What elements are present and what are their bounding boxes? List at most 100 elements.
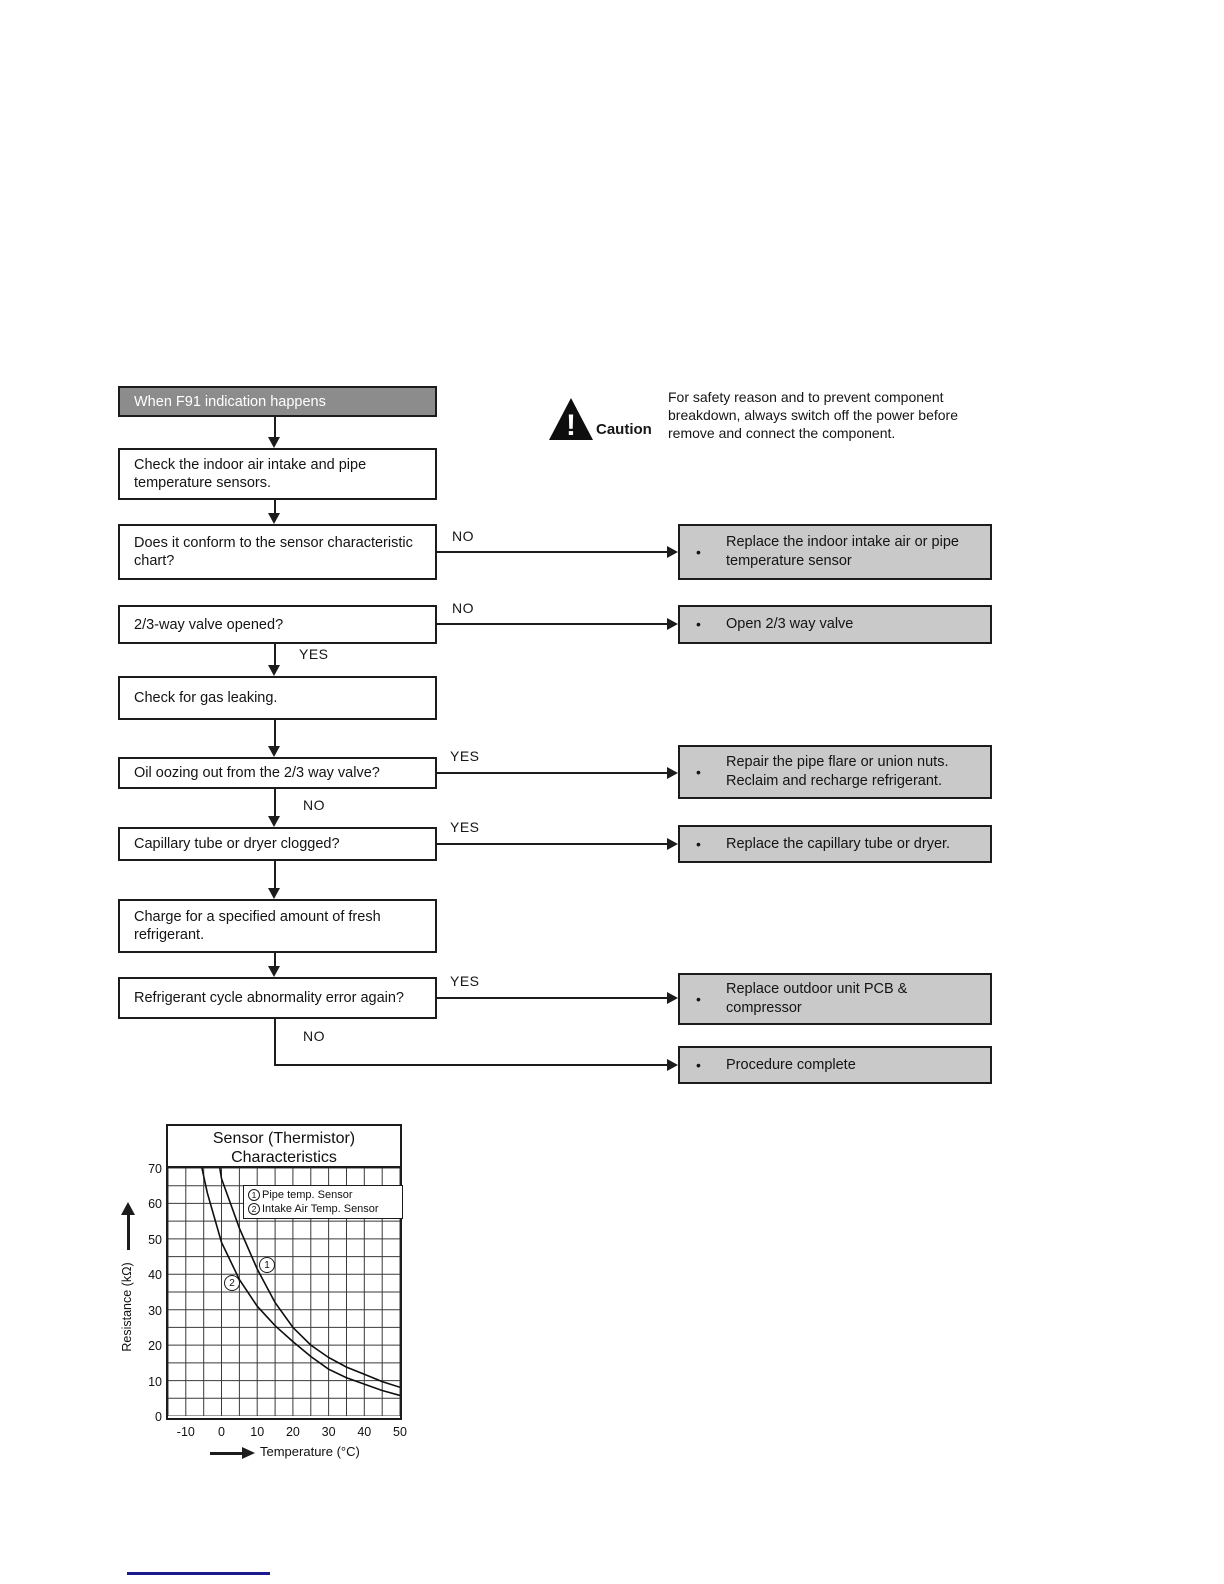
- edge-label-no: NO: [452, 600, 474, 616]
- arrowhead-down: [268, 665, 280, 676]
- legend-item-intake: 2 Intake Air Temp. Sensor: [248, 1202, 400, 1216]
- arrowhead-down: [268, 513, 280, 524]
- connector-line: [274, 500, 276, 514]
- legend-item-pipe: 1 Pipe temp. Sensor: [248, 1188, 400, 1202]
- step-conform-chart: Does it conform to the sensor characteri…: [118, 524, 437, 580]
- chart-title: Sensor (Thermistor) Characteristics: [168, 1126, 400, 1168]
- action-text: Replace the capillary tube or dryer.: [726, 835, 951, 852]
- action-open-valve: • Open 2/3 way valve: [678, 605, 992, 644]
- x-tick-label: -10: [176, 1425, 195, 1439]
- y-tick-label: 40: [148, 1268, 162, 1283]
- caution-warning-icon: !: [548, 397, 594, 446]
- x-tick-label: 10: [250, 1425, 265, 1439]
- step-text: 2/3-way valve opened?: [134, 616, 284, 633]
- step-check-sensors: Check the indoor air intake and pipe tem…: [118, 448, 437, 500]
- step-charge-refrigerant: Charge for a specified amount of fresh r…: [118, 899, 437, 953]
- bullet: •: [696, 1056, 701, 1073]
- step-text: Charge for a specified amount of fresh r…: [134, 909, 381, 943]
- action-procedure-complete: • Procedure complete: [678, 1046, 992, 1084]
- circled-2-icon: 2: [248, 1203, 260, 1215]
- step-text: Oil oozing out from the 2/3 way valve?: [134, 765, 380, 781]
- action-replace-capillary: • Replace the capillary tube or dryer.: [678, 825, 992, 863]
- y-tick-label: 20: [148, 1339, 162, 1354]
- bullet: •: [696, 616, 701, 632]
- connector-line: [274, 953, 276, 966]
- edge-label-yes: YES: [299, 646, 329, 662]
- edge-label-yes: YES: [450, 819, 480, 835]
- step-text: Check the indoor air intake and pipe tem…: [134, 457, 367, 491]
- connector-line: [437, 997, 667, 999]
- connector-line: [274, 417, 276, 438]
- connector-line: [274, 644, 276, 666]
- bullet: •: [696, 763, 701, 780]
- edge-label-no: NO: [303, 797, 325, 813]
- curve-1-marker: 1: [259, 1257, 275, 1273]
- step-capillary-clogged: Capillary tube or dryer clogged?: [118, 827, 437, 861]
- curve-2-marker: 2: [224, 1275, 240, 1291]
- arrowhead-right: [667, 991, 678, 1004]
- x-axis-label: Temperature (°C): [260, 1444, 360, 1459]
- arrowhead-right: [667, 617, 678, 630]
- arrowhead-down: [268, 816, 280, 827]
- action-replace-pcb: • Replace outdoor unit PCB & compressor: [678, 973, 992, 1025]
- action-text: Replace the indoor intake air or pipe te…: [726, 534, 959, 569]
- edge-label-no: NO: [452, 528, 474, 544]
- step-text: Check for gas leaking.: [134, 690, 278, 706]
- start-label: When F91 indication happens: [134, 393, 326, 410]
- action-text: Procedure complete: [726, 1056, 856, 1073]
- y-axis-arrow: [127, 1214, 130, 1250]
- caution-text: For safety reason and to prevent compone…: [668, 389, 959, 441]
- arrowhead-down: [268, 888, 280, 899]
- footer-link-line: [127, 1572, 270, 1575]
- x-tick-label: 0: [218, 1425, 225, 1439]
- edge-label-yes: YES: [450, 973, 480, 989]
- step-text: Refrigerant cycle abnormality error agai…: [134, 990, 404, 1006]
- svg-text:!: !: [566, 409, 576, 441]
- connector-line: [274, 789, 276, 816]
- y-tick-label: 50: [148, 1232, 162, 1247]
- bullet: •: [696, 990, 701, 1007]
- edge-label-yes: YES: [450, 748, 480, 764]
- action-replace-sensor: • Replace the indoor intake air or pipe …: [678, 524, 992, 580]
- action-repair-flare: • Repair the pipe flare or union nuts. R…: [678, 745, 992, 799]
- chart-legend: 1 Pipe temp. Sensor 2 Intake Air Temp. S…: [243, 1185, 403, 1219]
- action-text: Open 2/3 way valve: [726, 616, 854, 632]
- arrowhead-down: [268, 437, 280, 448]
- arrowhead-right: [667, 837, 678, 850]
- connector-line: [437, 772, 667, 774]
- x-axis-arrowhead: [242, 1447, 255, 1459]
- legend-label: Pipe temp. Sensor: [262, 1189, 353, 1201]
- y-axis-arrowhead: [121, 1202, 135, 1215]
- x-tick-label: 20: [285, 1425, 300, 1439]
- x-tick-label: 30: [321, 1425, 336, 1439]
- sensor-chart: Sensor (Thermistor) Characteristics: [166, 1124, 402, 1420]
- y-tick-label: 30: [148, 1303, 162, 1318]
- action-text: Replace outdoor unit PCB & compressor: [726, 981, 908, 1016]
- step-text: Capillary tube or dryer clogged?: [134, 836, 340, 852]
- connector-line: [274, 1064, 667, 1066]
- step-gas-leaking: Check for gas leaking.: [118, 676, 437, 720]
- step-valve-opened: 2/3-way valve opened?: [118, 605, 437, 644]
- flowchart-start-box: When F91 indication happens: [118, 386, 437, 417]
- arrowhead-right: [667, 545, 678, 558]
- arrowhead-right: [667, 766, 678, 779]
- caution-label: Caution: [596, 421, 652, 438]
- x-tick-label: 40: [357, 1425, 372, 1439]
- curve-2: [201, 1168, 400, 1397]
- connector-line: [274, 1019, 276, 1066]
- step-text: Does it conform to the sensor characteri…: [134, 535, 413, 569]
- edge-label-no: NO: [303, 1028, 325, 1044]
- y-tick-label: 0: [155, 1410, 162, 1424]
- connector-line: [437, 843, 667, 845]
- arrowhead-down: [268, 966, 280, 977]
- y-tick-label: 60: [148, 1197, 162, 1212]
- x-tick-label: 50: [393, 1425, 407, 1439]
- bullet: •: [696, 835, 701, 852]
- legend-label: Intake Air Temp. Sensor: [262, 1203, 379, 1215]
- connector-line: [437, 551, 667, 553]
- step-oil-oozing: Oil oozing out from the 2/3 way valve?: [118, 757, 437, 789]
- connector-line: [274, 861, 276, 888]
- connector-line: [437, 623, 667, 625]
- arrowhead-right: [667, 1058, 678, 1071]
